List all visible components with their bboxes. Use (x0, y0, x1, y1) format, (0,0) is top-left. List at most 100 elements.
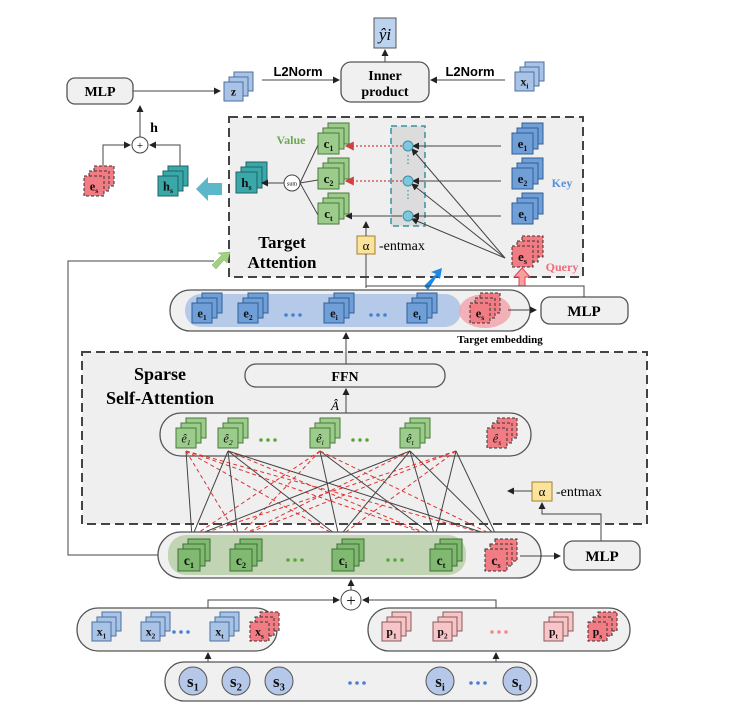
target-embedding-caption: Target embedding (457, 334, 543, 346)
card-label: ei (330, 306, 339, 322)
x-card-stack: xt (209, 611, 240, 642)
blue-arrow-icon (424, 268, 442, 290)
hs-card-stack: hs (157, 165, 189, 197)
card (317, 167, 340, 190)
card-label: et (413, 306, 422, 322)
xi-card-stack: xi (514, 61, 545, 92)
context-target-card-stack: cs (484, 538, 518, 572)
card (237, 302, 259, 324)
alpha-symbol-bottom: α (539, 484, 546, 499)
context-card-stack: ci (331, 538, 365, 572)
value-card-stack: c1 (317, 122, 350, 155)
card (511, 202, 534, 225)
card-label: s3 (273, 672, 285, 694)
card (514, 71, 535, 92)
es-card-stack-top: es (83, 165, 115, 197)
card-label: ct (437, 553, 446, 570)
attention-edge (319, 450, 436, 538)
ehat-card-stack: êi (309, 417, 341, 449)
card-label: s2 (230, 672, 242, 694)
x-target-card-stack: xs (249, 611, 280, 642)
card-label: xs (255, 626, 264, 641)
session-item-node: s2 (221, 666, 251, 696)
card (235, 171, 258, 194)
card (223, 81, 244, 102)
hs-card-stack: hs (235, 161, 268, 194)
card-label: c2 (324, 171, 334, 188)
card-label: si (435, 672, 445, 694)
session-item-node: si (425, 666, 455, 696)
card-label: êi (316, 431, 324, 447)
card-label: e1 (197, 306, 207, 322)
attention-score-node (402, 210, 414, 222)
vertical-ellipsis: ⋮ (403, 189, 414, 201)
attention-edge (185, 450, 340, 538)
card (511, 167, 534, 190)
attention-edge (227, 450, 340, 538)
attention-edge (185, 450, 498, 538)
x-card-stack: x2 (140, 611, 171, 642)
target-attention-title-1: Target (258, 233, 306, 252)
card (469, 302, 491, 324)
ellipsis-dots (172, 630, 190, 634)
vertical-ellipsis: ⋮ (403, 154, 414, 166)
card-label: s1 (187, 672, 199, 694)
value-card-stack: c2 (317, 157, 350, 190)
s-row-pill (164, 661, 538, 702)
card-label: hs (241, 175, 251, 192)
es-card-stack: es (83, 165, 115, 197)
ellipsis-dots (286, 558, 304, 562)
p-target-card-stack: ps (587, 611, 618, 642)
context-card-stack: ct (429, 538, 463, 572)
card-label: ês (493, 431, 502, 447)
card (543, 621, 564, 642)
card (91, 621, 112, 642)
context-card-stack: c1 (177, 538, 211, 572)
attention-edge (338, 450, 411, 538)
query-card-stack: es (511, 235, 544, 268)
attention-edge (227, 450, 498, 538)
card-label: ê2 (223, 431, 233, 447)
mlp-mid-label: MLP (567, 304, 600, 320)
card (157, 175, 179, 197)
z-card-stack: z (223, 71, 254, 102)
inner-product-box (340, 61, 430, 103)
card (317, 132, 340, 155)
entmax-label-bottom: -entmax (556, 485, 602, 500)
card (331, 548, 355, 572)
attention-edge (434, 450, 457, 538)
session-item-node: s3 (264, 666, 294, 696)
card (209, 621, 230, 642)
card-label: es (518, 249, 527, 266)
ehat-card-stack: ê2 (217, 417, 249, 449)
card-label: ps (593, 626, 603, 641)
ellipsis-dots (469, 681, 487, 685)
a-hat-label: Â (330, 398, 339, 413)
target-attention-title-2: Attention (248, 253, 317, 272)
ellipsis-dots (259, 438, 277, 442)
ehat-card-stack: ê1 (175, 417, 207, 449)
card (229, 548, 253, 572)
top-section: ŷi Inner product L2Norm L2Norm z xi MLP … (66, 17, 545, 201)
attention-edge (191, 450, 321, 538)
mlp-bottom-box (563, 540, 641, 571)
card (317, 202, 340, 225)
card (249, 621, 270, 642)
sum-circle-bottom (340, 589, 362, 611)
card (140, 621, 161, 642)
query-up-arrow-icon (512, 267, 532, 287)
attention-score-node (402, 175, 414, 187)
card-label: st (512, 672, 523, 694)
sum-label: sum (287, 182, 297, 188)
attention-edge (409, 450, 436, 538)
card (511, 132, 534, 155)
ellipsis-dots (284, 313, 302, 317)
green-arrow-icon (211, 251, 231, 270)
card (323, 302, 345, 324)
ssa-title-2: Self-Attention (106, 388, 214, 408)
key-label: Key (552, 176, 573, 190)
